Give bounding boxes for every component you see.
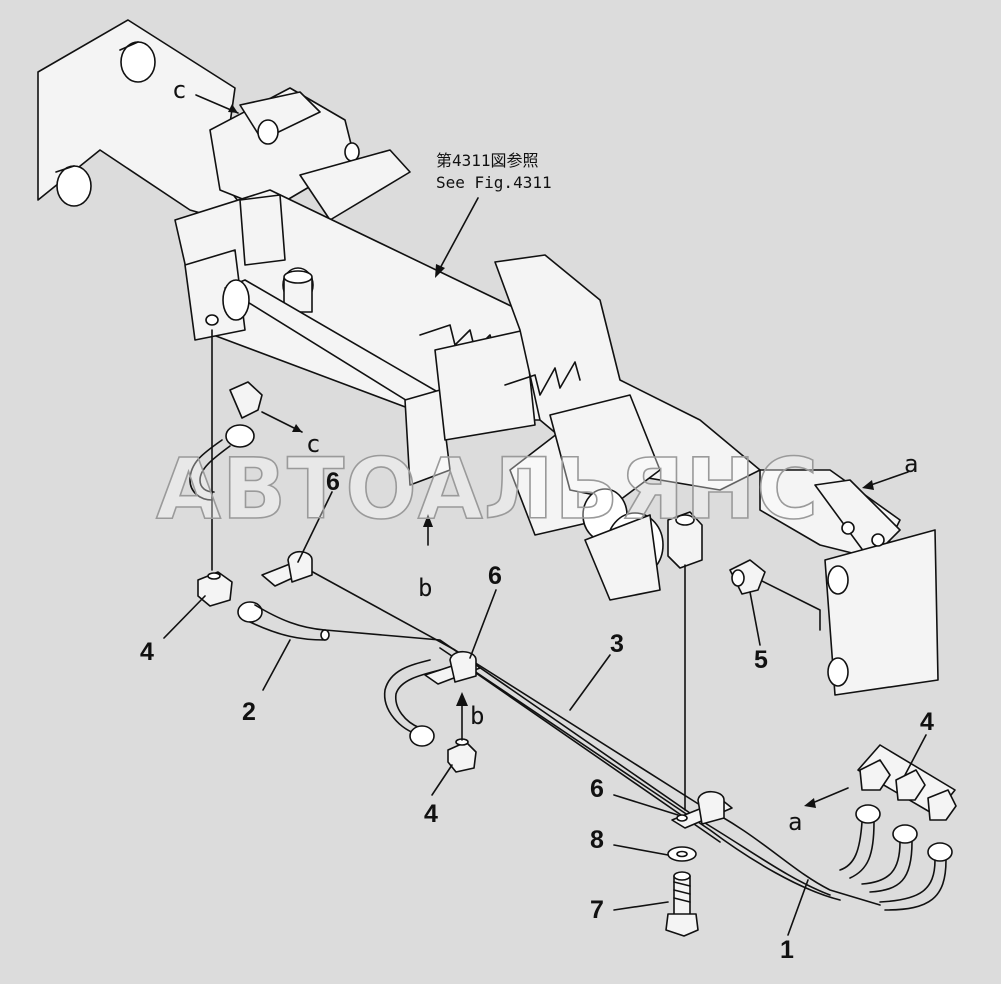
tube-assembly bbox=[299, 564, 881, 906]
lower-hose bbox=[383, 659, 441, 747]
callout-1: 1 bbox=[780, 936, 794, 964]
washer bbox=[667, 846, 697, 862]
main-frame-body bbox=[174, 189, 561, 486]
hose bbox=[237, 601, 330, 641]
view-arrows bbox=[195, 94, 909, 808]
view-marker-a-bottom: a bbox=[788, 808, 802, 836]
leader-lines bbox=[163, 491, 927, 936]
callout-6-mid: 6 bbox=[488, 562, 502, 590]
reference-note-en: See Fig.4311 bbox=[436, 173, 552, 192]
side-plate bbox=[759, 469, 939, 696]
callout-5: 5 bbox=[754, 646, 768, 674]
mounting-block bbox=[667, 511, 703, 811]
linkage-arm bbox=[209, 87, 411, 221]
view-marker-b-upper: b bbox=[418, 574, 432, 602]
callout-4-mid: 4 bbox=[424, 800, 438, 828]
view-marker-c-mid: c bbox=[306, 430, 320, 458]
upper-left-fittings bbox=[189, 329, 263, 571]
callout-3: 3 bbox=[610, 630, 624, 658]
mounting-bracket bbox=[37, 19, 261, 231]
fitting-mid bbox=[447, 738, 477, 773]
callout-6-low: 6 bbox=[590, 775, 604, 803]
fitting-left bbox=[197, 571, 233, 607]
callout-4-left: 4 bbox=[140, 638, 154, 666]
view-marker-a-top: a bbox=[904, 450, 918, 478]
gear-housing bbox=[494, 254, 761, 601]
callout-8: 8 bbox=[590, 826, 604, 854]
watermark: АВТОАЛЬЯНС bbox=[156, 440, 819, 538]
bolt bbox=[665, 871, 699, 937]
elbow-fitting bbox=[729, 559, 766, 595]
callout-2: 2 bbox=[242, 698, 256, 726]
right-manifold bbox=[839, 744, 957, 911]
callout-6-left: 6 bbox=[326, 468, 340, 496]
view-marker-c-top: c bbox=[172, 76, 186, 104]
callout-4-right: 4 bbox=[920, 708, 934, 736]
clamps bbox=[261, 550, 733, 829]
callout-7: 7 bbox=[590, 896, 604, 924]
view-marker-b-lower: b bbox=[470, 702, 484, 730]
reference-note-jp: 第4311図参照 bbox=[436, 151, 539, 170]
